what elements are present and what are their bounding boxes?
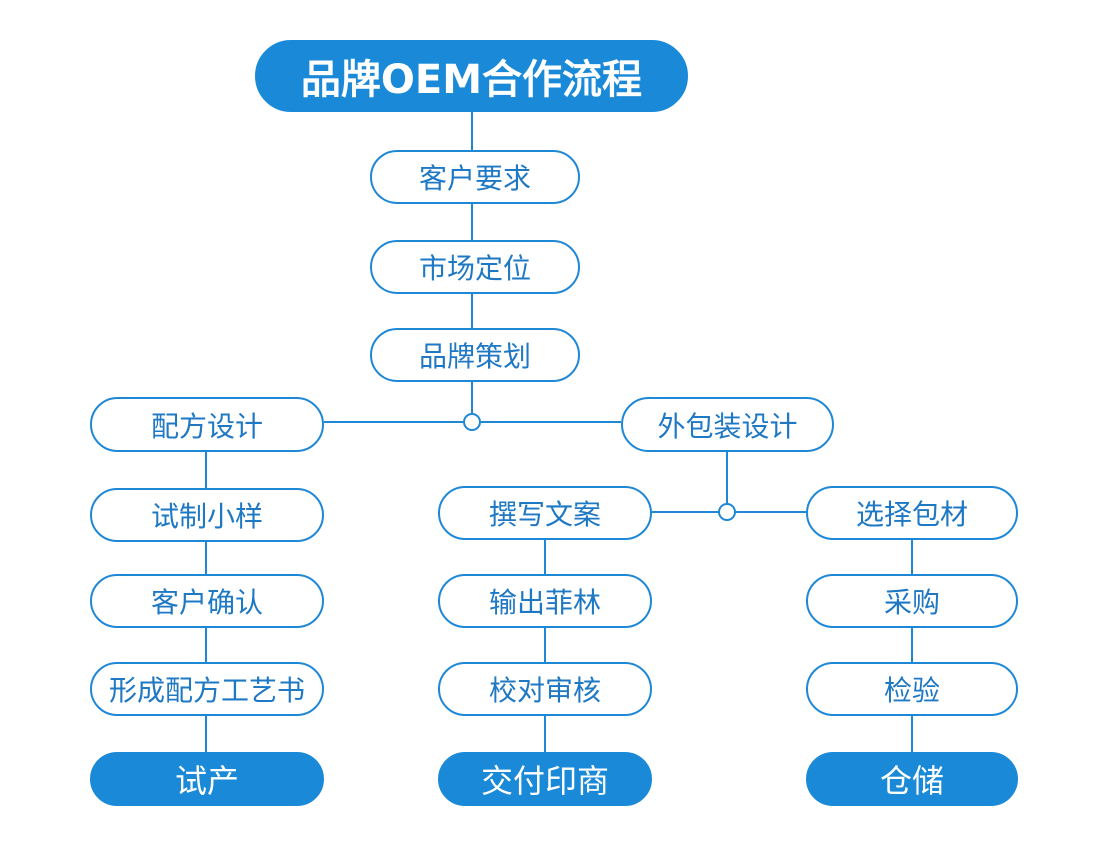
step-brand-planning: 品牌策划 (370, 328, 580, 382)
step-formula-process-document: 形成配方工艺书 (90, 662, 324, 716)
step-customer-requirements: 客户要求 (370, 150, 580, 204)
title-node: 品牌OEM合作流程 (255, 40, 688, 112)
step-packaging-design: 外包装设计 (621, 397, 834, 452)
step-warehousing: 仓储 (806, 752, 1018, 806)
step-select-packaging-material: 选择包材 (806, 486, 1018, 540)
junction-node (463, 413, 481, 431)
step-trial-sample: 试制小样 (90, 488, 324, 542)
step-customer-confirmation: 客户确认 (90, 574, 324, 628)
step-market-positioning: 市场定位 (370, 240, 580, 294)
step-inspection: 检验 (806, 662, 1018, 716)
junction-node (718, 503, 736, 521)
step-proof-review: 校对审核 (438, 662, 652, 716)
step-film-output: 输出菲林 (438, 574, 652, 628)
step-formula-design: 配方设计 (90, 397, 324, 452)
step-procurement: 采购 (806, 574, 1018, 628)
step-copywriting: 撰写文案 (438, 486, 652, 540)
step-deliver-to-printer: 交付印商 (438, 752, 652, 806)
step-trial-production: 试产 (90, 752, 324, 806)
